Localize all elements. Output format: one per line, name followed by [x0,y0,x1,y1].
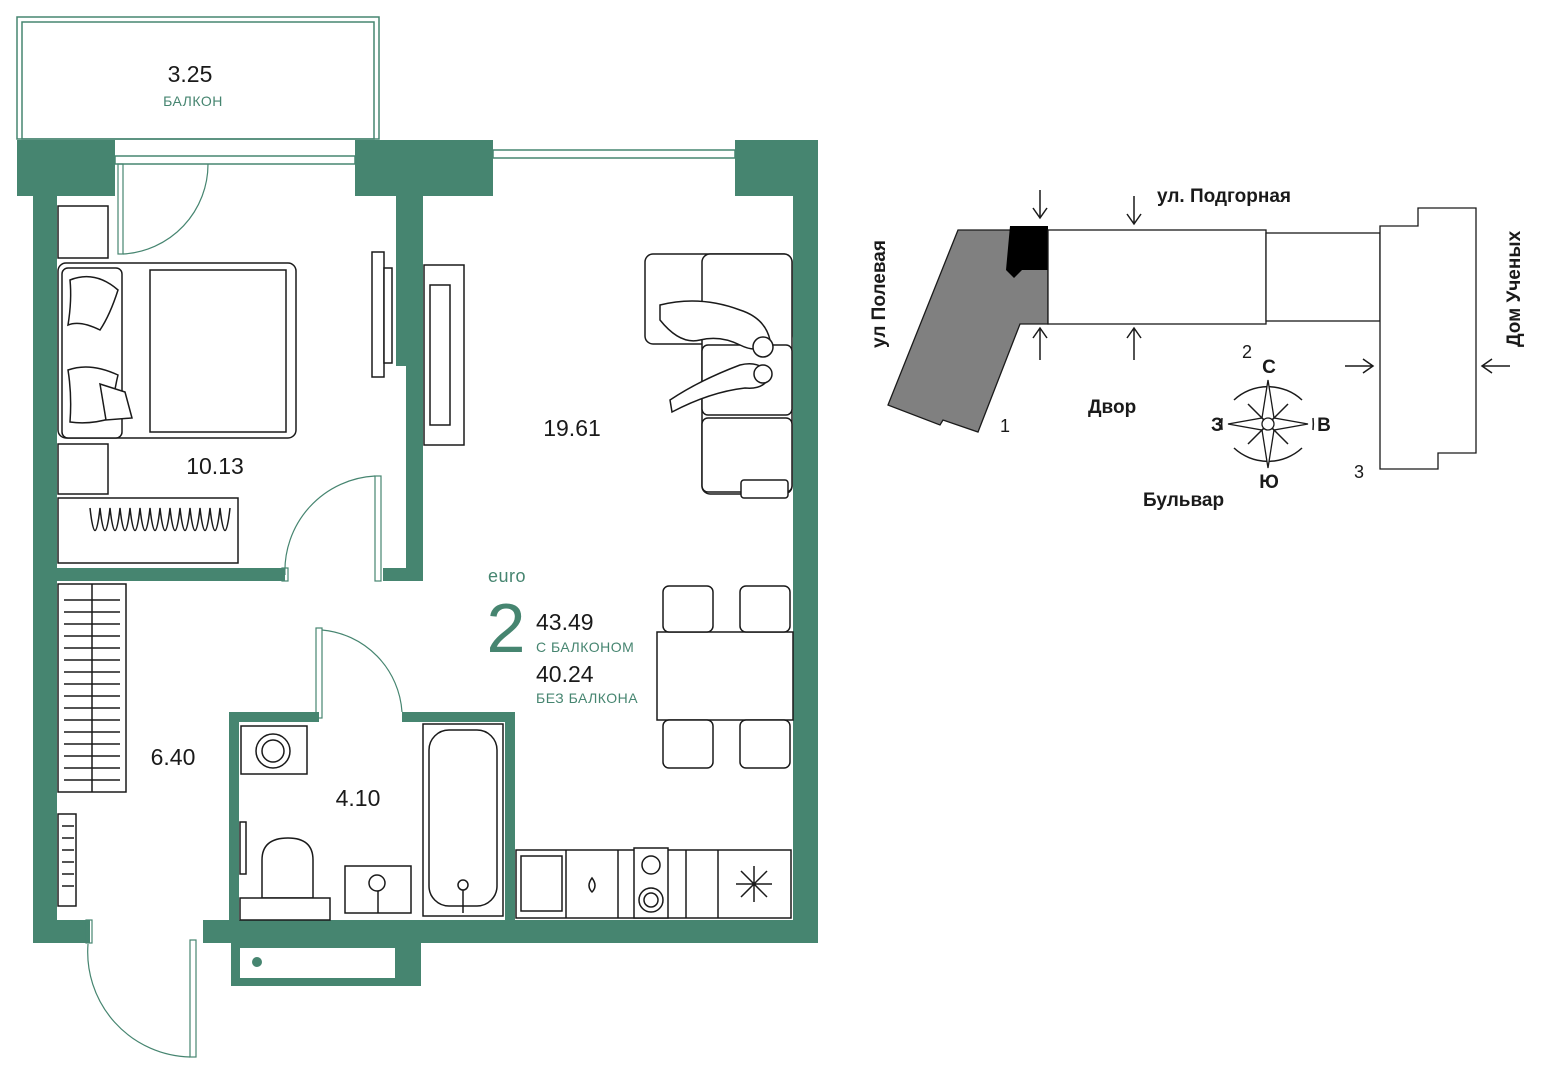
sink-icon [344,865,412,914]
wardrobe [57,583,127,793]
with-balcony-label: С БАЛКОНОМ [536,639,634,655]
sofa-icon [644,253,793,499]
stove-icon [633,847,669,919]
living-area: 19.61 [543,415,601,441]
fridge-icon [736,866,772,902]
compass-icon [1220,379,1315,469]
bathtub-icon [422,723,504,917]
euro-tag: euro [488,566,526,586]
washing-machine-icon [240,725,308,775]
street-north-label: ул. Подгорная [1157,186,1291,207]
dining-table [656,585,794,769]
tv-stand [371,251,393,378]
hallway-area: 6.40 [151,744,196,770]
building-1-number: 1 [1000,416,1010,436]
balcony-label: БАЛКОН [163,93,223,109]
radiator [57,497,239,564]
balcony [16,16,380,140]
room-count: 2 [487,589,526,667]
without-balcony-label: БЕЗ БАЛКОНА [536,690,638,706]
compass-west: З [1211,415,1223,436]
walls [17,140,818,986]
building-2-b [1265,232,1381,322]
boulevard-label: Бульвар [1143,490,1224,511]
street-west-label: ул Полевая [869,240,890,348]
bedroom-area: 10.13 [186,453,244,479]
bathroom-area: 4.10 [336,785,381,811]
wall-cabinet [423,264,465,446]
yard-label: Двор [1088,397,1136,418]
street-east-label: Дом Ученых [1504,230,1525,347]
doors [85,163,403,1058]
building-2-number: 2 [1242,342,1252,362]
compass-east: В [1317,415,1331,436]
nightstand [57,443,109,495]
building-2-a [1047,229,1267,325]
area-without-balcony: 40.24 [536,661,594,687]
bed-icon [57,262,297,439]
current-section-highlight [1006,226,1048,278]
site-map: ул. Подгорная ул Полевая Дом Ученых Двор… [869,186,1525,511]
building-3 [1379,207,1477,470]
toilet-icon [239,821,331,921]
shoe-rack [57,813,77,907]
compass-south: Ю [1259,472,1279,493]
entrance-arrows [1032,190,1510,374]
compass-north: С [1262,357,1276,378]
building-3-number: 3 [1354,462,1364,482]
balcony-area: 3.25 [168,61,213,87]
area-with-balcony: 43.49 [536,609,594,635]
nightstand [57,205,109,259]
